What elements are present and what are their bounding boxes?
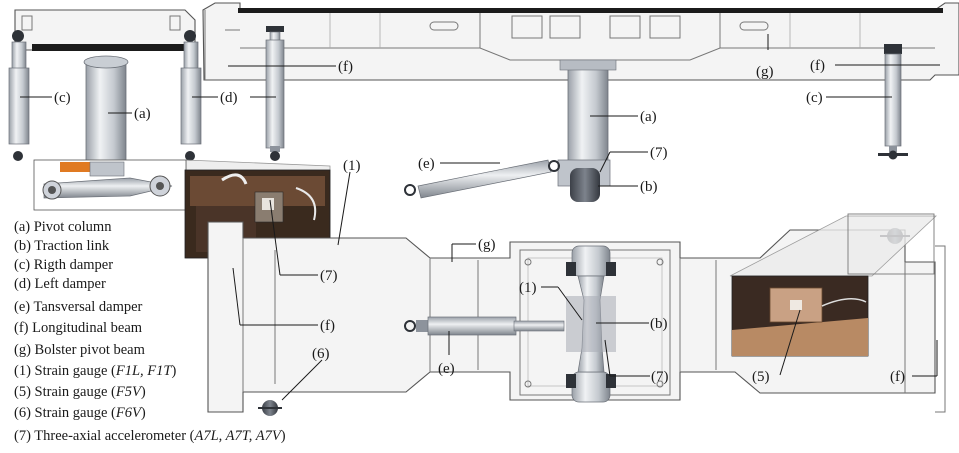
damper-c-right bbox=[878, 44, 908, 160]
callout-labels: (c) (a) (d) (f) (a) (7) (b) (e) (g) (f) … bbox=[54, 58, 905, 385]
legend-item: (6) Strain gauge (F6V) bbox=[14, 405, 146, 421]
damper-c-left bbox=[8, 30, 30, 161]
svg-text:(7) Three-axial accelerometer: (7) Three-axial accelerometer (A7L, A7T,… bbox=[14, 428, 286, 444]
callout-f-bottom-left: (f) bbox=[320, 318, 335, 334]
damper-top-left bbox=[265, 26, 285, 161]
callout-7-left: (7) bbox=[320, 268, 338, 284]
callout-f-top-left: (f) bbox=[338, 59, 353, 75]
callout-1-left: (1) bbox=[343, 158, 361, 174]
callout-c-right: (c) bbox=[806, 90, 823, 106]
callout-g-bottom: (g) bbox=[478, 237, 496, 253]
callout-e-top: (e) bbox=[418, 156, 435, 172]
svg-text:(e) Tansversal damper: (e) Tansversal damper bbox=[14, 299, 143, 315]
leader-lines bbox=[20, 34, 940, 401]
legend-item: (7) Three-axial accelerometer (A7L, A7T,… bbox=[14, 428, 286, 444]
legend-item: (1) Strain gauge (F1L, F1T) bbox=[14, 363, 176, 379]
callout-a-center: (a) bbox=[640, 109, 657, 125]
callout-d: (d) bbox=[220, 90, 238, 106]
plan-view bbox=[207, 213, 946, 416]
legend: (a) Pivot column (b) Traction link (c) R… bbox=[14, 219, 286, 444]
legend-item: (5) Strain gauge (F5V) bbox=[14, 384, 146, 400]
callout-6: (6) bbox=[312, 346, 330, 362]
callout-5: (5) bbox=[752, 369, 770, 385]
legend-item: (b) Traction link bbox=[14, 238, 110, 254]
traction-link-plan bbox=[566, 245, 616, 403]
legend-item: (a) Pivot column bbox=[14, 219, 112, 235]
callout-f-bottom-right: (f) bbox=[890, 369, 905, 385]
orange-bracket bbox=[60, 162, 90, 172]
legend-item: (e) Tansversal damper bbox=[14, 299, 143, 315]
photo-strain-gauge-5 bbox=[731, 275, 869, 357]
legend-item: (c) Rigth damper bbox=[14, 257, 113, 273]
svg-text:(5) Strain gauge (F5V): (5) Strain gauge (F5V) bbox=[14, 384, 146, 400]
legend-item: (g) Bolster pivot beam bbox=[14, 342, 146, 358]
svg-text:(a) Pivot column: (a) Pivot column bbox=[14, 219, 112, 235]
callout-a-left: (a) bbox=[134, 106, 151, 122]
traction-link-side bbox=[557, 159, 611, 202]
callout-c-left: (c) bbox=[54, 90, 71, 106]
legend-item: (f) Longitudinal beam bbox=[14, 320, 143, 336]
callout-7-bottom: (7) bbox=[651, 369, 669, 385]
callout-g-top: (g) bbox=[756, 64, 774, 80]
callout-e-bottom: (e) bbox=[438, 361, 455, 377]
svg-text:(f) Longitudinal beam: (f) Longitudinal beam bbox=[14, 320, 143, 336]
damper-d bbox=[180, 30, 202, 161]
svg-text:(6) Strain gauge (F6V): (6) Strain gauge (F6V) bbox=[14, 405, 146, 421]
side-view-left bbox=[8, 9, 202, 163]
callout-7-top: (7) bbox=[650, 145, 668, 161]
svg-text:(c) Rigth damper: (c) Rigth damper bbox=[14, 257, 113, 273]
transversal-damper-plan bbox=[404, 316, 565, 336]
bolster-plate bbox=[32, 44, 184, 51]
pivot-column-left bbox=[85, 61, 127, 163]
strain-gauge-6-marker bbox=[258, 400, 282, 416]
longitudinal-beam-top bbox=[202, 2, 959, 81]
svg-text:(b) Traction link: (b) Traction link bbox=[14, 238, 110, 254]
callout-b-bottom: (b) bbox=[650, 316, 668, 332]
top-beam-edge bbox=[238, 8, 943, 13]
svg-text:(g) Bolster pivot beam: (g) Bolster pivot beam bbox=[14, 342, 146, 358]
side-view-main bbox=[202, 2, 959, 202]
legend-item: (d) Left damper bbox=[14, 276, 106, 292]
svg-text:(1) Strain gauge (F1L, F1T): (1) Strain gauge (F1L, F1T) bbox=[14, 363, 176, 379]
callout-1-center: (1) bbox=[519, 280, 537, 296]
svg-text:(d) Left damper: (d) Left damper bbox=[14, 276, 106, 292]
transversal-damper-side bbox=[404, 159, 560, 199]
callout-b-top: (b) bbox=[640, 179, 658, 195]
callout-f-top-right: (f) bbox=[810, 58, 825, 74]
